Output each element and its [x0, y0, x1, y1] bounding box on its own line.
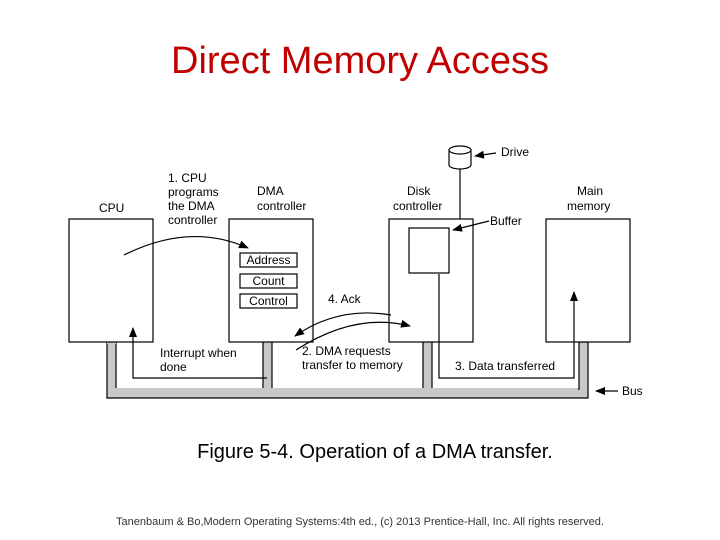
- drive-label: Drive: [501, 145, 529, 159]
- step2-arrow: [295, 319, 411, 351]
- step3-label: 3. Data transferred: [455, 359, 555, 373]
- drive-label-arrow: [474, 150, 497, 159]
- interrupt-label: Interrupt when done: [160, 346, 240, 374]
- bus-connector-disk: [423, 340, 432, 391]
- cpu-box: [68, 218, 154, 343]
- step1-arrow: [123, 235, 249, 256]
- data-transfer-arrow: [438, 274, 578, 379]
- main-memory-box: [545, 218, 631, 343]
- address-register-label: Address: [246, 253, 290, 267]
- count-register-label: Count: [252, 274, 285, 288]
- slide-title: Direct Memory Access: [171, 40, 549, 82]
- buffer-box: [408, 227, 450, 274]
- bus-connector-dma: [263, 340, 272, 391]
- cpu-label: CPU: [99, 201, 124, 215]
- figure-caption: Figure 5-4. Operation of a DMA transfer.: [197, 441, 553, 463]
- main-memory-label: Main memory: [567, 184, 610, 213]
- address-register: [239, 252, 298, 268]
- buffer-label-arrow: [452, 220, 490, 232]
- drive-icon: [448, 145, 472, 170]
- step1-label: 1. CPU programs the DMA controller: [168, 171, 222, 227]
- control-register: [239, 293, 298, 309]
- dma-controller-label: DMA controller: [257, 184, 306, 213]
- step4-arrow: [294, 312, 392, 337]
- copyright-footer: Tanenbaum & Bo,Modern Operating Systems:…: [116, 516, 604, 528]
- buffer-label: Buffer: [490, 214, 522, 228]
- count-register: [239, 273, 298, 289]
- interrupt-arrow: [129, 327, 267, 379]
- bus-label: Bus: [622, 384, 643, 398]
- control-register-label: Control: [249, 294, 288, 308]
- disk-controller-label: Disk controller: [393, 184, 442, 213]
- step4-label: 4. Ack: [328, 292, 362, 306]
- step2-label: 2. DMA requests transfer to memory: [302, 344, 403, 372]
